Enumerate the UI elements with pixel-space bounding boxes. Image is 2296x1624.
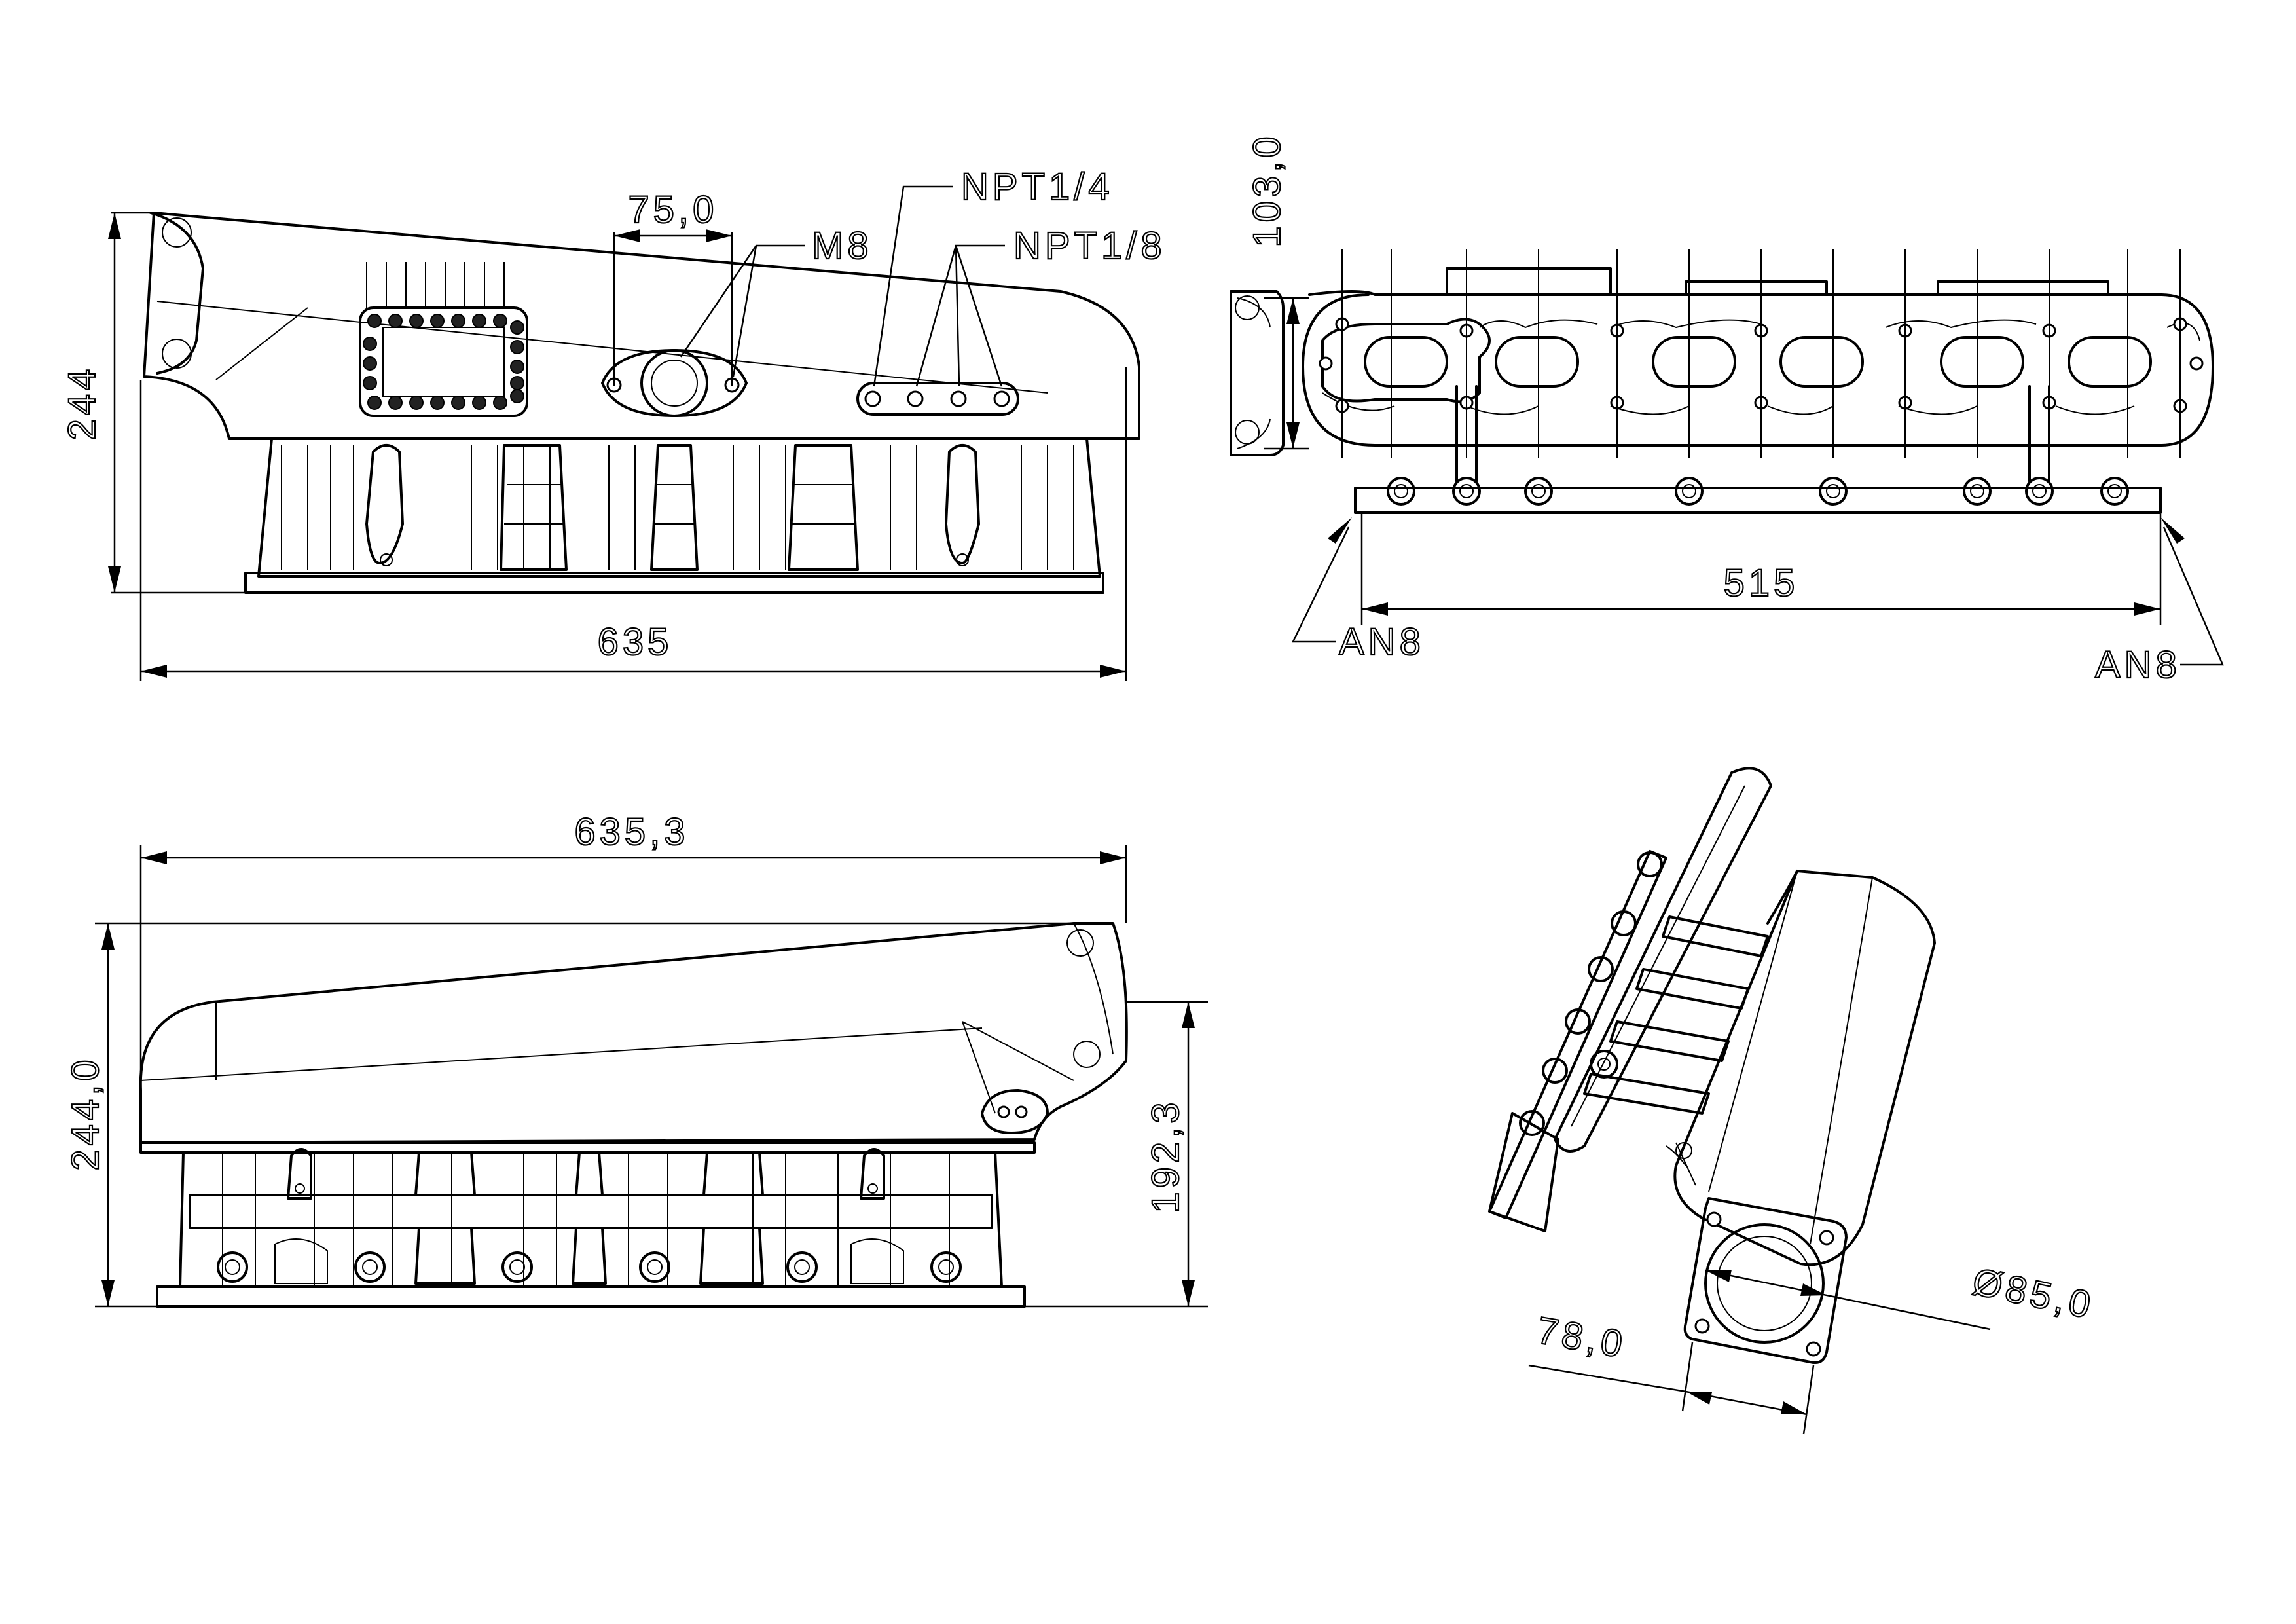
dim-rail-515: 515 (1724, 562, 1799, 604)
label-npt-1-4: NPT1/4 (961, 166, 1114, 208)
bolt-pattern (363, 314, 524, 410)
dim-spacing-75: 75,0 (629, 189, 718, 231)
label-m8: M8 (812, 225, 873, 267)
label-an8-left: AN8 (1339, 621, 1425, 663)
iso-flange-bosses (1519, 851, 1663, 1136)
side-view-top-left: 244 635 75,0 M8 NPT1/4 NPT1/8 (60, 165, 1166, 681)
side-view-bottom-left: 635,3 244,0 192,3 (64, 810, 1208, 1308)
dim-diameter-85: Ø85,0 (1969, 1260, 2098, 1327)
plan-view-top-right: 103,0 515 AN8 AN8 (1230, 132, 2224, 687)
dim-width-635-3: 635,3 (574, 811, 689, 853)
label-npt-1-8: NPT1/8 (1013, 225, 1166, 267)
rail-fittings (1387, 477, 2129, 506)
dim-flange-78: 78,0 (1534, 1309, 1630, 1367)
dim-width-635: 635 (598, 621, 673, 663)
iso-runners (1583, 915, 1769, 1115)
dim-height-244: 244 (61, 365, 103, 441)
isometric-view: Ø85,0 78,0 (1488, 767, 2099, 1435)
label-an8-right: AN8 (2095, 644, 2181, 686)
dim-inlet-192-3: 192,3 (1144, 1098, 1187, 1213)
dim-height-103: 103,0 (1246, 132, 1288, 247)
runner-ports (1321, 318, 2200, 415)
base-bolts (217, 1251, 962, 1283)
dim-height-244-0: 244,0 (64, 1056, 107, 1170)
